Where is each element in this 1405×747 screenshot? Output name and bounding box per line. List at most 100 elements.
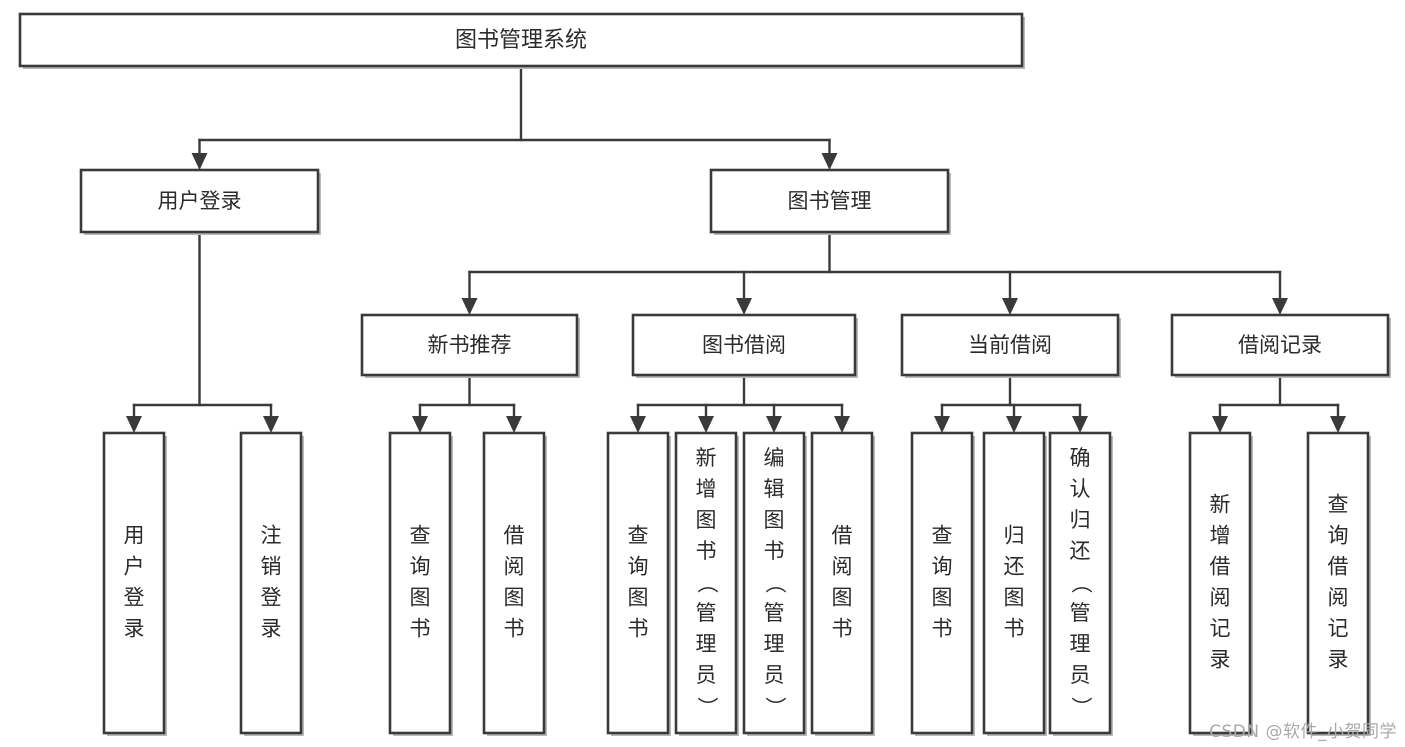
svg-text:图: 图 (932, 586, 953, 610)
svg-text:员: 员 (696, 663, 717, 687)
svg-text:借: 借 (504, 524, 525, 548)
svg-text:）: ） (1069, 697, 1093, 718)
svg-text:询: 询 (410, 555, 431, 579)
svg-text:新: 新 (696, 446, 717, 470)
svg-text:理: 理 (696, 632, 717, 656)
svg-text:归: 归 (1070, 508, 1091, 532)
svg-text:图: 图 (1004, 586, 1025, 610)
svg-text:阅: 阅 (504, 555, 525, 579)
svg-text:阅: 阅 (1328, 586, 1349, 610)
svg-text:）: ） (695, 697, 719, 718)
svg-text:借: 借 (1328, 555, 1349, 579)
svg-text:书: 书 (696, 539, 717, 563)
svg-text:注: 注 (261, 524, 282, 548)
svg-text:图: 图 (764, 508, 785, 532)
svg-text:员: 员 (764, 663, 785, 687)
svg-text:图: 图 (832, 586, 853, 610)
svg-text:（: （ (1069, 573, 1093, 594)
svg-text:录: 录 (124, 617, 145, 641)
node-label: 新书推荐 (428, 333, 512, 357)
svg-text:还: 还 (1070, 539, 1091, 563)
svg-text:询: 询 (1328, 524, 1349, 548)
svg-text:书: 书 (410, 617, 431, 641)
svg-text:书: 书 (832, 617, 853, 641)
node-label: 图书管理 (788, 189, 872, 213)
svg-text:归: 归 (1004, 524, 1025, 548)
root-node-book-management-system[interactable]: 图书管理系统 (18, 12, 1025, 69)
svg-text:录: 录 (1210, 648, 1231, 672)
svg-text:增: 增 (696, 477, 717, 501)
svg-text:阅: 阅 (832, 555, 853, 579)
level1-node-1[interactable]: 图书管理 (709, 168, 951, 235)
node-label: 用户登录 (158, 189, 242, 213)
node-layer: 图书管理系统用户登录图书管理新书推荐图书借阅当前借阅借阅记录用户登录注销登录查询… (18, 12, 1391, 736)
svg-text:（: （ (763, 573, 787, 594)
svg-text:阅: 阅 (1210, 586, 1231, 610)
leaf-node-0[interactable]: 用户登录 (102, 431, 167, 736)
level2-node-1[interactable]: 图书借阅 (631, 313, 858, 378)
node-label: 图书借阅 (702, 333, 786, 357)
svg-text:登: 登 (124, 586, 145, 610)
svg-text:借: 借 (832, 524, 853, 548)
node-label: 当前借阅 (968, 333, 1052, 357)
svg-text:书: 书 (764, 539, 785, 563)
svg-text:（: （ (695, 573, 719, 594)
node-label: 图书管理系统 (455, 28, 587, 53)
svg-text:询: 询 (628, 555, 649, 579)
svg-text:查: 查 (628, 524, 649, 548)
svg-text:管: 管 (764, 601, 785, 625)
svg-text:图: 图 (696, 508, 717, 532)
svg-text:登: 登 (261, 586, 282, 610)
level2-node-2[interactable]: 当前借阅 (900, 313, 1121, 378)
level2-node-0[interactable]: 新书推荐 (360, 313, 580, 378)
svg-text:查: 查 (932, 524, 953, 548)
svg-text:录: 录 (1328, 648, 1349, 672)
level2-node-3[interactable]: 借阅记录 (1170, 313, 1391, 378)
svg-text:员: 员 (1070, 663, 1091, 687)
svg-text:记: 记 (1210, 617, 1231, 641)
svg-text:借: 借 (1210, 555, 1231, 579)
svg-text:图: 图 (504, 586, 525, 610)
svg-text:新: 新 (1210, 493, 1231, 517)
svg-text:用: 用 (124, 524, 145, 548)
svg-text:认: 认 (1070, 477, 1091, 501)
svg-text:书: 书 (628, 617, 649, 641)
svg-text:图: 图 (628, 586, 649, 610)
node-label: 借阅记录 (1238, 333, 1322, 357)
watermark-text: CSDN @软件_小贺同学 (1209, 722, 1397, 742)
svg-text:销: 销 (261, 555, 282, 579)
svg-text:辑: 辑 (764, 477, 785, 501)
leaf-label: 用户登录 (124, 524, 145, 641)
svg-text:编: 编 (764, 446, 785, 470)
level1-node-0[interactable]: 用户登录 (79, 168, 321, 235)
svg-text:还: 还 (1004, 555, 1025, 579)
svg-text:增: 增 (1210, 524, 1231, 548)
svg-text:书: 书 (1004, 617, 1025, 641)
connector-layer (126, 64, 1346, 433)
svg-text:户: 户 (124, 555, 145, 579)
